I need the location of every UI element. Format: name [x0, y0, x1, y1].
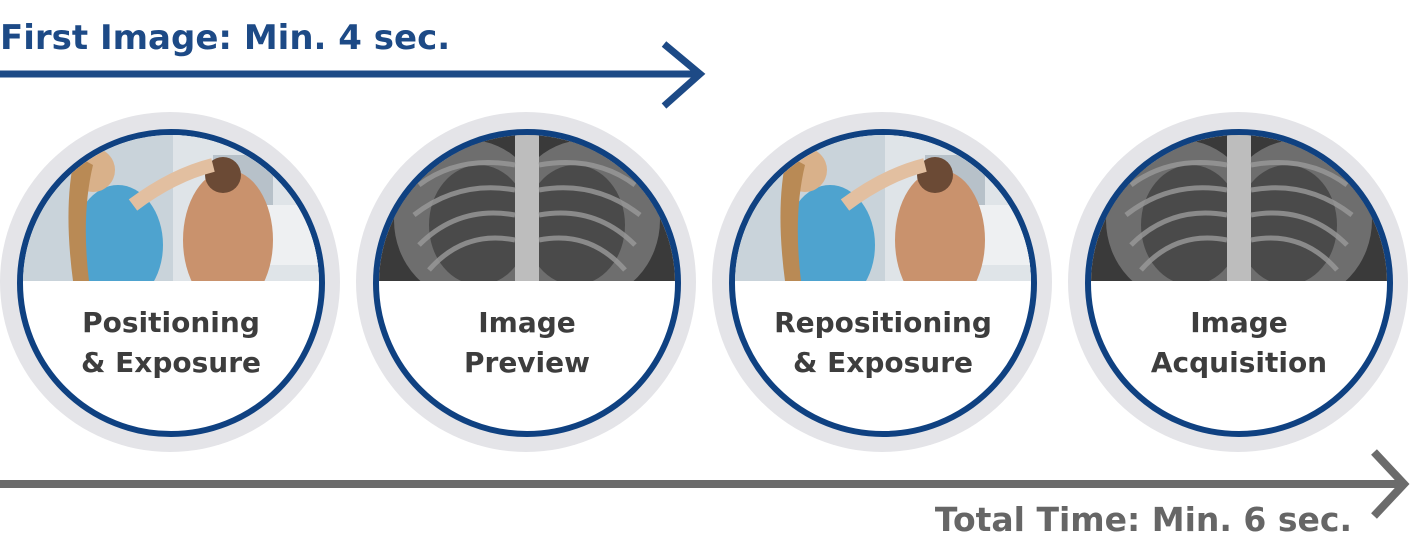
step-circle: Image Acquisition [1085, 129, 1393, 437]
step-image-preview: Image Preview [356, 112, 696, 452]
technician-positioning-patient-photo [23, 135, 319, 281]
step-circle: Positioning & Exposure [17, 129, 325, 437]
step-label: Image Preview [379, 303, 675, 383]
step-label-line2: Preview [463, 346, 591, 379]
step-label-line2: & Exposure [792, 346, 974, 379]
step-positioning-exposure: Positioning & Exposure [0, 112, 340, 452]
step-label-line2: & Exposure [80, 346, 262, 379]
first-image-time-label: First Image: Min. 4 sec. [0, 18, 451, 58]
step-label: Positioning & Exposure [23, 303, 319, 383]
total-time-label: Total Time: Min. 6 sec. [934, 500, 1352, 539]
step-label-line1: Image [478, 306, 576, 339]
step-label: Repositioning & Exposure [735, 303, 1031, 383]
technician-positioning-patient-photo [735, 135, 1031, 281]
step-repositioning-exposure: Repositioning & Exposure [712, 112, 1052, 452]
step-label: Image Acquisition [1091, 303, 1387, 383]
chest-xray-image [1091, 135, 1387, 281]
total-time-arrow [0, 449, 1410, 519]
step-image-acquisition: Image Acquisition [1068, 112, 1408, 452]
step-circle: Image Preview [373, 129, 681, 437]
step-label-line2: Acquisition [1150, 346, 1328, 379]
step-label-line1: Image [1190, 306, 1288, 339]
step-circle: Repositioning & Exposure [729, 129, 1037, 437]
step-label-line1: Positioning [82, 306, 260, 339]
first-image-arrow [0, 41, 706, 109]
chest-xray-image [379, 135, 675, 281]
step-label-line1: Repositioning [774, 306, 992, 339]
